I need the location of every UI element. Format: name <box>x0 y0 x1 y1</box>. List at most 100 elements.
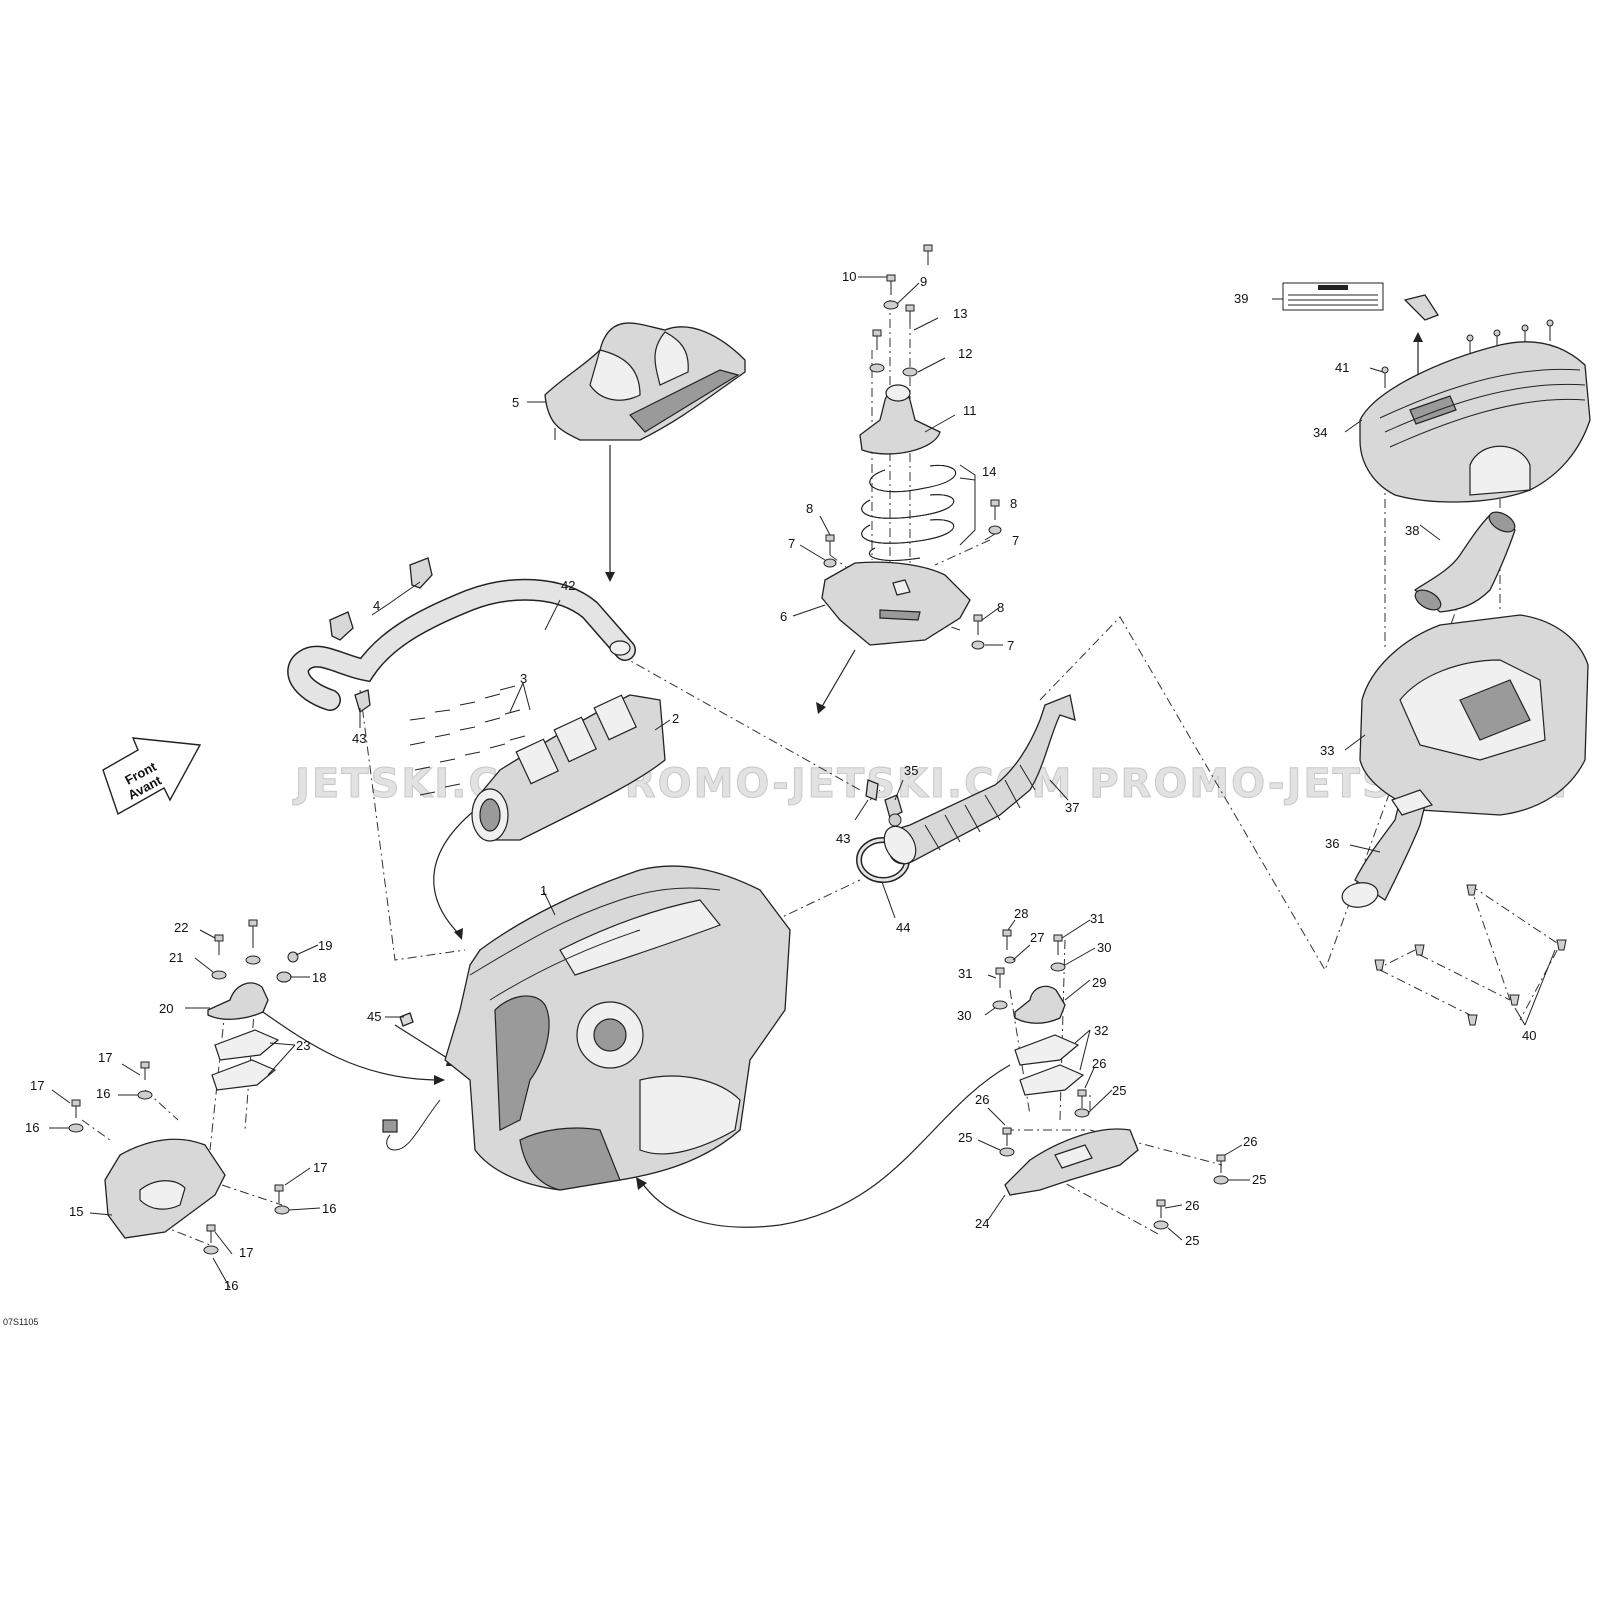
callout-8c: 8 <box>997 600 1004 615</box>
sensor-part-45 <box>399 1012 414 1027</box>
screw-part-41 <box>1381 319 1554 388</box>
callout-44: 44 <box>896 920 910 935</box>
callout-31b: 31 <box>958 966 972 981</box>
clip-part-43a <box>354 689 371 714</box>
callout-17b: 17 <box>30 1078 44 1093</box>
washer-part-21 <box>211 955 261 980</box>
washer-part-18 <box>276 971 292 983</box>
bolt-part-22 <box>214 919 258 955</box>
callout-36: 36 <box>1325 836 1339 851</box>
engine-mount-part-29 <box>1014 985 1066 1024</box>
intake-tube-part <box>1413 511 1516 613</box>
callout-17c: 17 <box>313 1160 327 1175</box>
mount-bracket-part-15 <box>104 1138 226 1239</box>
clip-part-4b <box>409 557 433 589</box>
washer-part-16 <box>68 1090 290 1255</box>
bolt-part-26 <box>1002 1089 1226 1218</box>
washer-part-9 <box>883 300 899 310</box>
callout-38: 38 <box>1405 523 1419 538</box>
callout-4: 4 <box>373 598 380 613</box>
callout-28: 28 <box>1014 906 1028 921</box>
shim-part-32 <box>1014 1034 1085 1096</box>
callout-7c: 7 <box>1007 638 1014 653</box>
callout-30a: 30 <box>1097 940 1111 955</box>
callout-25b: 25 <box>958 1130 972 1145</box>
callout-6: 6 <box>780 609 787 624</box>
ring-part-27 <box>1004 956 1016 964</box>
bolt-part-28 <box>1002 929 1012 950</box>
callout-5: 5 <box>512 395 519 410</box>
callout-1: 1 <box>540 883 547 898</box>
callout-26b: 26 <box>975 1092 989 1107</box>
callout-21: 21 <box>169 950 183 965</box>
callout-24: 24 <box>975 1216 989 1231</box>
callout-17a: 17 <box>98 1050 112 1065</box>
washer-part-25 <box>999 1108 1229 1230</box>
grommet-part-40 <box>1374 884 1567 1026</box>
engine-assembly-part <box>382 865 791 1191</box>
outlet-tube-part <box>1341 789 1434 908</box>
callout-29: 29 <box>1092 975 1106 990</box>
throttle-body-part <box>471 694 666 842</box>
callout-11: 11 <box>963 403 977 418</box>
hose-part <box>287 578 636 711</box>
clip-part-43b <box>865 779 879 801</box>
callout-2: 2 <box>672 711 679 726</box>
callout-40: 40 <box>1522 1028 1536 1043</box>
callout-16a: 16 <box>96 1086 110 1101</box>
bolt-part-13 <box>872 244 933 350</box>
engine-mount-part-20 <box>207 982 269 1020</box>
diagram-reference-code: 07S1105 <box>3 1317 38 1327</box>
callout-labels: 1 2 3 4 5 6 7 7 7 8 8 8 9 10 11 12 13 14… <box>25 269 1536 1293</box>
bolt-part-17 <box>71 1061 284 1243</box>
callout-27: 27 <box>1030 930 1044 945</box>
callout-13: 13 <box>953 306 967 321</box>
callout-45: 45 <box>367 1009 381 1024</box>
callout-26a: 26 <box>1092 1056 1106 1071</box>
callout-26c: 26 <box>1243 1134 1257 1149</box>
callout-35: 35 <box>904 763 918 778</box>
fastener-part <box>1403 294 1439 321</box>
callout-31a: 31 <box>1090 911 1104 926</box>
callout-39: 39 <box>1234 291 1248 306</box>
shock-mount-part <box>859 384 941 455</box>
washer-part-30 <box>992 962 1066 1010</box>
bolt-part-31 <box>995 934 1063 988</box>
callout-32: 32 <box>1094 1023 1108 1038</box>
callout-7a: 7 <box>788 536 795 551</box>
callout-43b: 43 <box>836 831 850 846</box>
clip-part-4a <box>329 611 354 641</box>
callout-12: 12 <box>958 346 972 361</box>
callout-leaders <box>49 276 1556 1289</box>
callout-19: 19 <box>318 938 332 953</box>
callout-20: 20 <box>159 1001 173 1016</box>
bolt-part-10 <box>886 274 896 295</box>
mount-bracket-part <box>821 561 971 646</box>
callout-17d: 17 <box>239 1245 253 1260</box>
callout-18: 18 <box>312 970 326 985</box>
callout-37: 37 <box>1065 800 1079 815</box>
callout-16d: 16 <box>224 1278 238 1293</box>
airbox-base-part <box>1359 614 1589 816</box>
shim-part-23 <box>211 1029 280 1091</box>
callout-16c: 16 <box>322 1201 336 1216</box>
callout-3: 3 <box>520 671 527 686</box>
callout-8b: 8 <box>1010 496 1017 511</box>
callout-25c: 25 <box>1252 1172 1266 1187</box>
callout-8a: 8 <box>806 501 813 516</box>
callout-23: 23 <box>296 1038 310 1053</box>
airbox-cover-part <box>1359 341 1591 503</box>
callout-25d: 25 <box>1185 1233 1199 1248</box>
callout-34: 34 <box>1313 425 1327 440</box>
bolt-part-8 <box>825 499 1000 635</box>
engine-cover-part <box>544 322 746 441</box>
callout-42: 42 <box>561 578 575 593</box>
callout-26d: 26 <box>1185 1198 1199 1213</box>
callout-7b: 7 <box>1012 533 1019 548</box>
intake-duct-part <box>883 694 1076 865</box>
spring-part <box>861 464 976 561</box>
nut-part-19 <box>287 951 299 963</box>
mount-bracket-part-24 <box>1004 1128 1139 1196</box>
callout-33: 33 <box>1320 743 1334 758</box>
